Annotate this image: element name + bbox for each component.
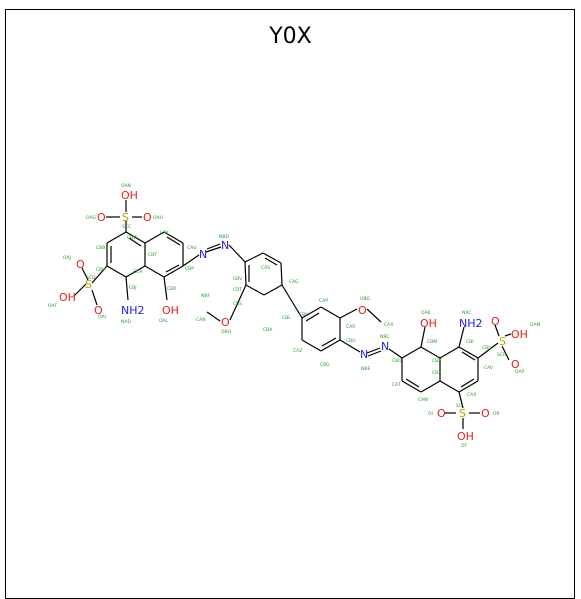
atom-s-left-2: S [85,278,92,291]
atom-id: CAR [346,324,355,330]
canvas-frame [5,9,575,599]
atom-o-left-4: O [94,304,103,317]
atom-id: CBP [185,266,194,272]
ring-left-b [144,231,184,278]
atom-id: CAP [319,298,328,304]
atom-o-left-3: O [76,258,85,271]
atom-id: OAK [421,310,432,316]
atom-id: OAH [153,215,163,221]
atom-id: CAS [261,265,270,271]
atom-oh-right: OH [420,317,437,330]
atom-nh2-left: NH2 [121,304,145,317]
atom-id: SCC [122,224,131,230]
atom-o-left-2: O [143,211,152,224]
atom-s-left-1: S [122,211,129,224]
atom-id: OAN [121,183,131,189]
atom-n-azo-3: N [360,348,368,361]
atom-s-right-2: S [459,407,466,420]
atom-id: OBH [221,329,231,335]
atom-id: CAV [484,365,494,371]
atom-id: SCE [497,352,506,358]
atom-id: CAU [187,245,197,251]
atom-oh-bottom-right: OH [457,430,474,443]
atom-id: CBL [282,315,291,321]
atom-id: CBW [127,235,138,241]
atom-oh-top-left: OH [121,189,138,202]
atom-n-azo-4: N [381,340,389,353]
atom-id: OR [493,411,500,417]
atom-id: OAI [98,314,106,320]
atom-id: CBI [466,339,474,345]
atom-n-azo-2: N [221,239,229,252]
atom-id: CBV [96,267,106,273]
atom-id: NAC [462,310,472,316]
atom-id: CBQ [392,358,402,364]
atom-id: OI [428,411,433,417]
page-title: Y0X [269,24,312,49]
atom-id: CBR [167,286,176,292]
atom-o-methoxy-left: O [221,316,230,329]
atom-id: CBT [233,287,242,293]
atom-id: CBV [233,276,243,282]
ring-phenyl-left [244,252,283,296]
atom-id: SCD [86,275,96,281]
atom-id: CAG [289,279,299,285]
atom-o-right-3: O [437,407,446,420]
atom-o-right-1: O [491,315,500,328]
atom-id: OAP [515,369,525,375]
atom-id: CBZ [432,358,441,364]
atom-id: CBM [427,339,437,345]
atom-id: CCA [133,269,143,275]
atom-o-left-1: O [97,211,106,224]
atom-id: CAN [196,317,206,323]
atom-id: CAZ [293,348,302,354]
ring-phenyl-right [301,306,341,352]
atom-id: CBU [346,338,356,344]
atom-id: OAG [86,215,96,221]
atom-id: OAJ [63,255,71,261]
atom-id: CAW [418,397,429,403]
atom-id: OAM [530,322,541,328]
atom-o-right-2: O [511,358,520,371]
ring-right-c [401,346,441,393]
atom-id: OAF [48,303,58,309]
atom-oh-right-2: OH [511,328,528,341]
atom-o-methoxy-right: O [358,304,367,317]
atom-oh-left-2: OH [162,304,179,317]
atom-id: NBE [361,366,370,372]
atom-id: CBG [320,362,330,368]
atom-id: OAL [159,318,169,324]
ring-right-d [439,346,479,393]
atom-id: CAA [384,322,394,328]
atom-oh-left: OH [59,291,76,304]
atom-id: CBB [96,245,105,251]
atom-id: CBK [299,312,309,318]
atom-id: OT [461,443,468,449]
atom-id: CBA [263,327,273,333]
atom-id: CBS [233,301,242,307]
atom-id: OBG [360,296,371,302]
atom-id: CAY [160,230,169,236]
atom-id: NBF [201,293,210,299]
atom-o-right-4: O [481,407,490,420]
atom-s-right-1: S [499,335,506,348]
atom-id: CBY [148,252,157,258]
atom-nh2-right: NH2 [459,317,483,330]
ring-left-a [106,231,146,278]
atom-id: CAX [467,392,476,398]
atom-id: CBX [432,370,441,376]
atom-id: SC [456,403,462,409]
atom-id: CBJ [129,285,137,291]
atom-id: NBC [380,334,390,340]
atom-id: CAT [392,382,401,388]
atom-n-azo-1: N [199,248,207,261]
atom-id: NAD [121,319,131,325]
atom-id: CBU [482,345,492,351]
atom-id: NBD [219,234,229,240]
